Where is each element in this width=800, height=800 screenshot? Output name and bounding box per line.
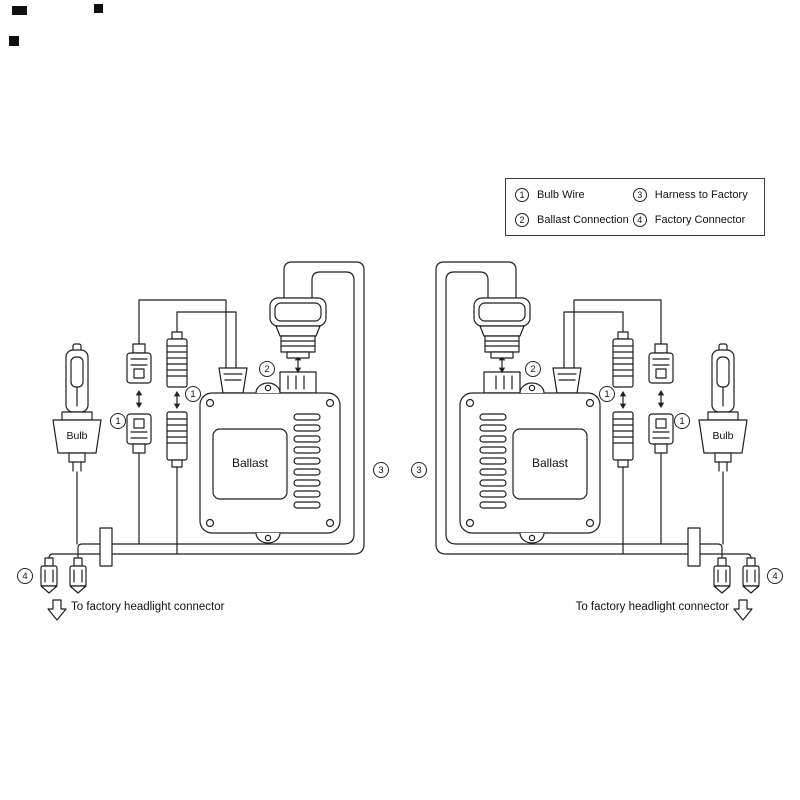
callout-4-factory-connector: 4 (767, 568, 783, 584)
callout-4-factory-connector: 4 (17, 568, 33, 584)
legend-item-ballast-connection: 2 Ballast Connection (515, 212, 633, 227)
callout-1-bulb-wire: 1 (110, 413, 126, 429)
caption-left: To factory headlight connector (71, 601, 225, 613)
legend-item-factory-connector: 4 Factory Connector (632, 212, 760, 227)
legend-number-3: 3 (632, 187, 647, 202)
print-artifact (9, 36, 19, 46)
callout-3-harness: 3 (373, 462, 389, 478)
callout-1-bulb-wire: 1 (599, 386, 615, 402)
callout-2-ballast-connection: 2 (525, 361, 541, 377)
legend-number-4: 4 (632, 212, 647, 227)
legend-number-2: 2 (515, 212, 529, 227)
legend-label: Ballast Connection (537, 213, 629, 226)
callout-1-bulb-wire: 1 (185, 386, 201, 402)
ballast-label-right: Ballast (531, 456, 569, 470)
callout-2-ballast-connection: 2 (259, 361, 275, 377)
legend-item-bulb-wire: 1 Bulb Wire (515, 187, 633, 202)
legend-number-1: 1 (515, 187, 529, 202)
ballast-label-left: Ballast (231, 456, 269, 470)
legend-label: Bulb Wire (537, 188, 585, 201)
legend-box: 1 Bulb Wire 2 Ballast Connection 3 Harne… (505, 178, 765, 236)
caption-right: To factory headlight connector (575, 601, 729, 613)
callout-1-bulb-wire: 1 (674, 413, 690, 429)
bulb-label-right: Bulb (712, 430, 734, 442)
legend-item-harness-to-factory: 3 Harness to Factory (632, 187, 760, 202)
print-artifact (94, 4, 103, 13)
legend-label: Harness to Factory (654, 188, 748, 201)
bulb-label-left: Bulb (66, 430, 88, 442)
legend-label: Factory Connector (654, 213, 746, 226)
print-artifact (12, 6, 27, 15)
callout-3-harness: 3 (411, 462, 427, 478)
